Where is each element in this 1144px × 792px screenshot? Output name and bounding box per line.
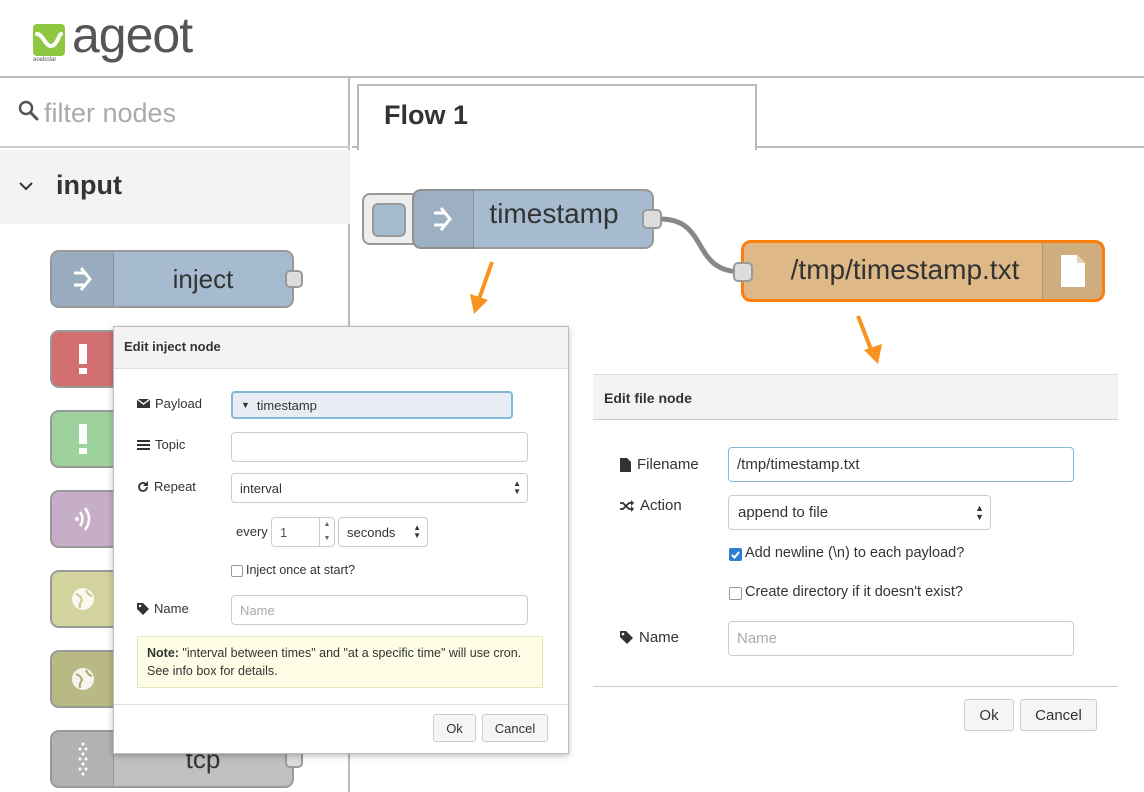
palette-node-inject[interactable]: inject — [50, 250, 294, 308]
category-label: input — [56, 170, 122, 200]
payload-type-select[interactable]: ▼ timestamp — [231, 391, 513, 419]
dots-icon — [52, 732, 114, 786]
logo-subtitle: aoebolar — [33, 57, 57, 63]
node-label: /tmp/timestamp.txt — [790, 254, 1020, 285]
arrow-annotation — [856, 315, 882, 364]
file-output-node[interactable] — [741, 240, 1105, 302]
filename-label: Filename — [620, 456, 699, 473]
tag-icon — [620, 631, 633, 644]
input-port[interactable] — [733, 262, 753, 282]
random-icon — [620, 499, 634, 512]
edit-file-dialog — [593, 374, 1118, 746]
globe-icon — [52, 652, 114, 706]
wireless-icon — [52, 492, 114, 546]
file-icon — [620, 457, 631, 472]
arrow-in-icon — [412, 189, 474, 249]
filename-input[interactable]: /tmp/timestamp.txt — [728, 447, 1074, 482]
exclamation-icon — [52, 412, 114, 466]
add-newline-label: Add newline (\n) to each payload? — [745, 545, 965, 561]
name-label: Name — [137, 601, 189, 616]
filter-bar[interactable] — [0, 78, 350, 148]
name-input[interactable]: Name — [728, 621, 1074, 656]
interval-unit-select[interactable]: seconds ▲▼ — [338, 517, 428, 547]
tab-flow-1[interactable] — [357, 84, 757, 150]
select-arrows-icon: ▲▼ — [413, 523, 421, 540]
every-label: every — [236, 524, 268, 539]
action-label: Action — [620, 497, 682, 514]
ok-button[interactable]: Ok — [964, 699, 1014, 731]
dialog-title: Edit file node — [593, 374, 1118, 420]
action-select[interactable]: append to file ▲▼ — [728, 495, 991, 530]
tab-label: Flow 1 — [384, 100, 469, 130]
search-icon — [18, 100, 39, 121]
repeat-icon — [138, 480, 148, 492]
dialog-footer-divider — [114, 704, 568, 705]
inject-trigger-button-inner[interactable] — [372, 203, 406, 237]
dialog-footer-divider — [593, 686, 1118, 687]
spinner-arrows-icon[interactable]: ▲▼ — [319, 518, 334, 546]
topic-input[interactable] — [231, 432, 528, 462]
name-label: Name — [620, 629, 679, 646]
repeat-label: Repeat — [137, 479, 196, 494]
interval-count-input[interactable]: 1 — [271, 517, 335, 547]
inject-once-label: Inject once at start? — [246, 563, 356, 577]
add-newline-checkbox[interactable] — [729, 548, 742, 561]
inject-once-checkbox[interactable] — [231, 565, 243, 577]
chevron-down-icon[interactable] — [16, 176, 36, 196]
output-port[interactable] — [642, 209, 662, 229]
header-divider — [0, 76, 1144, 78]
timestamp-inject-node[interactable] — [412, 189, 654, 249]
arrow-annotation — [470, 261, 494, 314]
globe-icon — [52, 572, 114, 626]
tasks-icon — [137, 440, 150, 450]
ok-button[interactable]: Ok — [433, 714, 476, 742]
cron-note: Note: "interval between times" and "at a… — [137, 636, 543, 688]
filter-nodes-input[interactable]: filter nodes — [44, 98, 177, 128]
wire[interactable] — [650, 210, 750, 280]
logo-text: ageot — [72, 7, 193, 63]
select-arrows-icon: ▲▼ — [513, 479, 521, 496]
file-icon — [1042, 243, 1102, 299]
logo-wave-icon — [35, 32, 63, 49]
create-directory-checkbox[interactable] — [729, 587, 742, 600]
exclamation-icon — [52, 332, 114, 386]
dialog-title: Edit inject node — [114, 327, 568, 369]
arrow-in-icon — [52, 252, 114, 306]
name-input[interactable]: Name — [231, 595, 528, 625]
palette-node-label: inject — [172, 263, 234, 294]
repeat-select[interactable]: interval ▲▼ — [231, 473, 528, 503]
cancel-button[interactable]: Cancel — [482, 714, 548, 742]
select-arrows-icon: ▲▼ — [975, 502, 984, 522]
cancel-button[interactable]: Cancel — [1020, 699, 1097, 731]
envelope-icon — [137, 398, 150, 408]
create-directory-label: Create directory if it doesn't exist? — [745, 584, 963, 600]
caret-down-icon: ▼ — [241, 400, 250, 410]
payload-label: Payload — [137, 396, 202, 411]
topic-label: Topic — [137, 437, 185, 452]
tag-icon — [137, 602, 149, 615]
node-label: timestamp — [489, 198, 619, 229]
category-header-input[interactable] — [0, 150, 350, 224]
output-port[interactable] — [285, 270, 303, 288]
